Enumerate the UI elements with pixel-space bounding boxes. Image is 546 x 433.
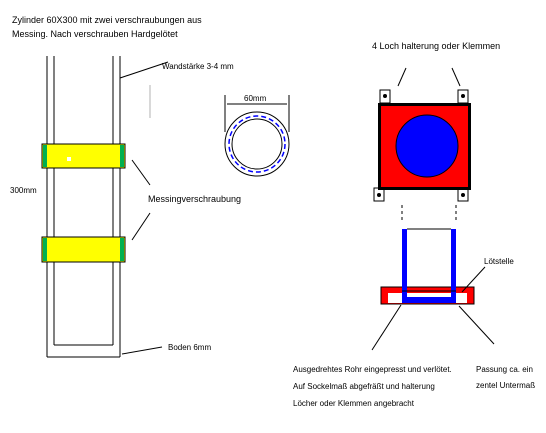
note-line-2: Auf Sockelmaß abgefräßt und halterung [293, 382, 435, 391]
mount-plate [373, 89, 471, 202]
base-label: Boden 6mm [168, 343, 211, 352]
fit-line-1: Passung ca. ein [476, 365, 533, 374]
brass-fitting-label: Messingverschraubung [148, 194, 241, 204]
tube-wall-left [402, 229, 407, 303]
fit-leader [458, 305, 495, 345]
height-label: 300mm [10, 186, 37, 195]
note-leader [371, 304, 402, 351]
note-line-3: Löcher oder Klemmen angebracht [293, 399, 415, 408]
lower-brass-fitting [41, 236, 126, 263]
title-line-2: Messing. Nach verschrauben Hardgelötet [12, 29, 178, 39]
title-line-1: Zylinder 60X300 mit zwei verschraubungen… [12, 15, 202, 25]
cylinder-side-view [41, 56, 169, 358]
mount-leader-right [451, 67, 461, 87]
wall-leader-line [119, 61, 169, 79]
mount-label: 4 Loch halterung oder Klemmen [372, 41, 500, 51]
tube-bottom [402, 297, 456, 303]
fitting-leader-lower [131, 212, 151, 241]
diameter-label: 60mm [244, 94, 267, 103]
outer-circle [224, 111, 290, 177]
wall-circle [228, 115, 286, 173]
socket-section [380, 228, 475, 305]
mount-leader-left [397, 67, 407, 87]
plate-disc [395, 114, 459, 178]
solder-point-label: Lötstelle [484, 257, 514, 266]
wall-thickness-label: Wandstärke 3-4 mm [162, 62, 234, 71]
fit-line-2: zentel Untermaß [476, 381, 535, 390]
tube-wall-right [451, 229, 456, 303]
cross-section-view [224, 95, 290, 177]
note-line-1: Ausgedrehtes Rohr eingepresst und verlöt… [293, 365, 452, 374]
inner-circle [231, 118, 283, 170]
solder-leader [461, 266, 486, 293]
base-leader-line [121, 346, 163, 355]
fitting-leader-upper [131, 159, 151, 186]
upper-brass-fitting [41, 143, 126, 169]
